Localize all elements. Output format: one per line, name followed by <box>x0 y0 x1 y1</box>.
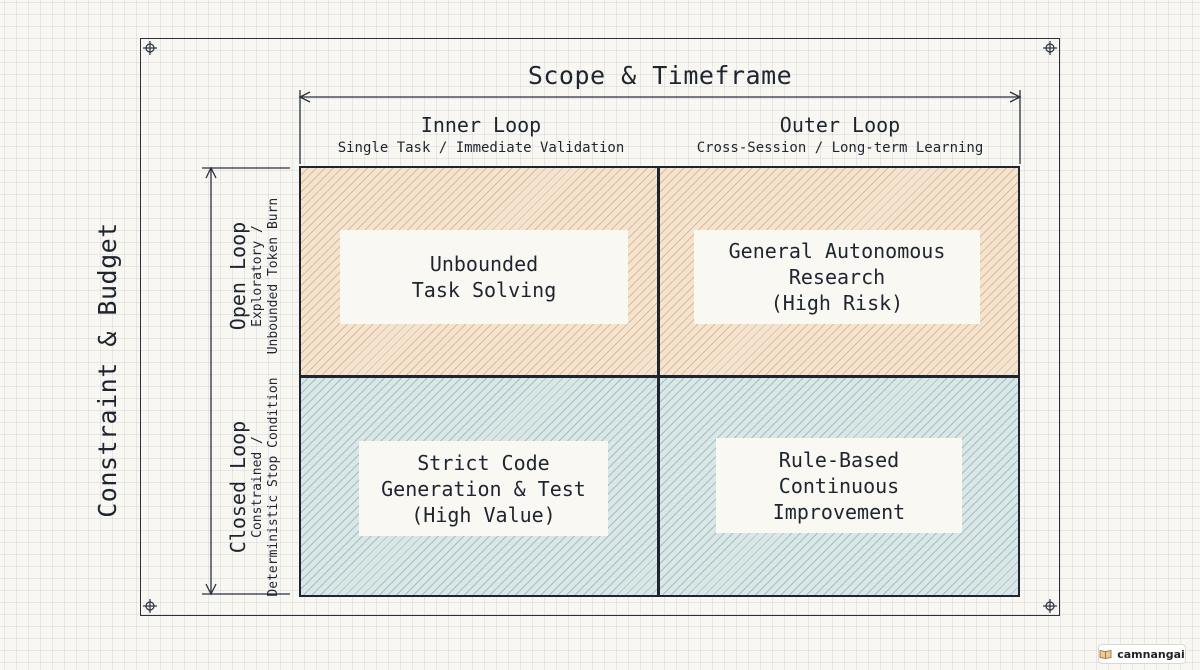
matrix-vertical-divider <box>657 166 660 597</box>
row-subtitle-line2: Deterministic Stop Condition <box>266 377 281 597</box>
outer-frame <box>140 38 1060 616</box>
book-icon <box>1099 650 1112 659</box>
y-axis-title: Constraint & Budget <box>93 222 122 518</box>
x-axis-arrow <box>298 90 1022 164</box>
matrix-horizontal-divider <box>299 375 1020 378</box>
cell-closed-inner: Strict Code Generation & Test (High Valu… <box>359 441 608 536</box>
cell-open-inner: Unbounded Task Solving <box>340 230 628 324</box>
matrix-border <box>299 166 1020 597</box>
crosshair-icon <box>143 41 157 55</box>
x-axis-title: Scope & Timeframe <box>527 61 793 90</box>
watermark-badge: camnangai <box>1098 644 1186 664</box>
column-subtitle: Cross-Session / Long-term Learning <box>696 140 984 156</box>
row-subtitle-line2: Unbounded Token Burn <box>266 197 281 355</box>
row-title: Closed Loop <box>226 420 250 554</box>
crosshair-icon <box>1043 41 1057 55</box>
column-title: Inner Loop <box>420 113 542 137</box>
crosshair-icon <box>1043 599 1057 613</box>
row-subtitle-line1: Constrained / <box>250 436 265 538</box>
row-header-open-loop: Open Loop Exploratory / Unbounded Token … <box>226 161 286 391</box>
y-axis-arrow <box>202 166 290 596</box>
row-title: Open Loop <box>226 221 250 331</box>
column-header-inner-loop: Inner Loop Single Task / Immediate Valid… <box>301 112 661 157</box>
cell-closed-outer: Rule-Based Continuous Improvement <box>716 438 962 533</box>
column-subtitle: Single Task / Immediate Validation <box>337 140 625 156</box>
cell-open-outer: General Autonomous Research (High Risk) <box>694 230 980 324</box>
row-header-closed-loop: Closed Loop Constrained / Deterministic … <box>226 372 286 602</box>
row-subtitle-line1: Exploratory / <box>250 225 265 327</box>
watermark-text: camnangai <box>1117 647 1185 661</box>
crosshair-icon <box>143 599 157 613</box>
column-header-outer-loop: Outer Loop Cross-Session / Long-term Lea… <box>660 112 1020 157</box>
column-title: Outer Loop <box>779 113 901 137</box>
